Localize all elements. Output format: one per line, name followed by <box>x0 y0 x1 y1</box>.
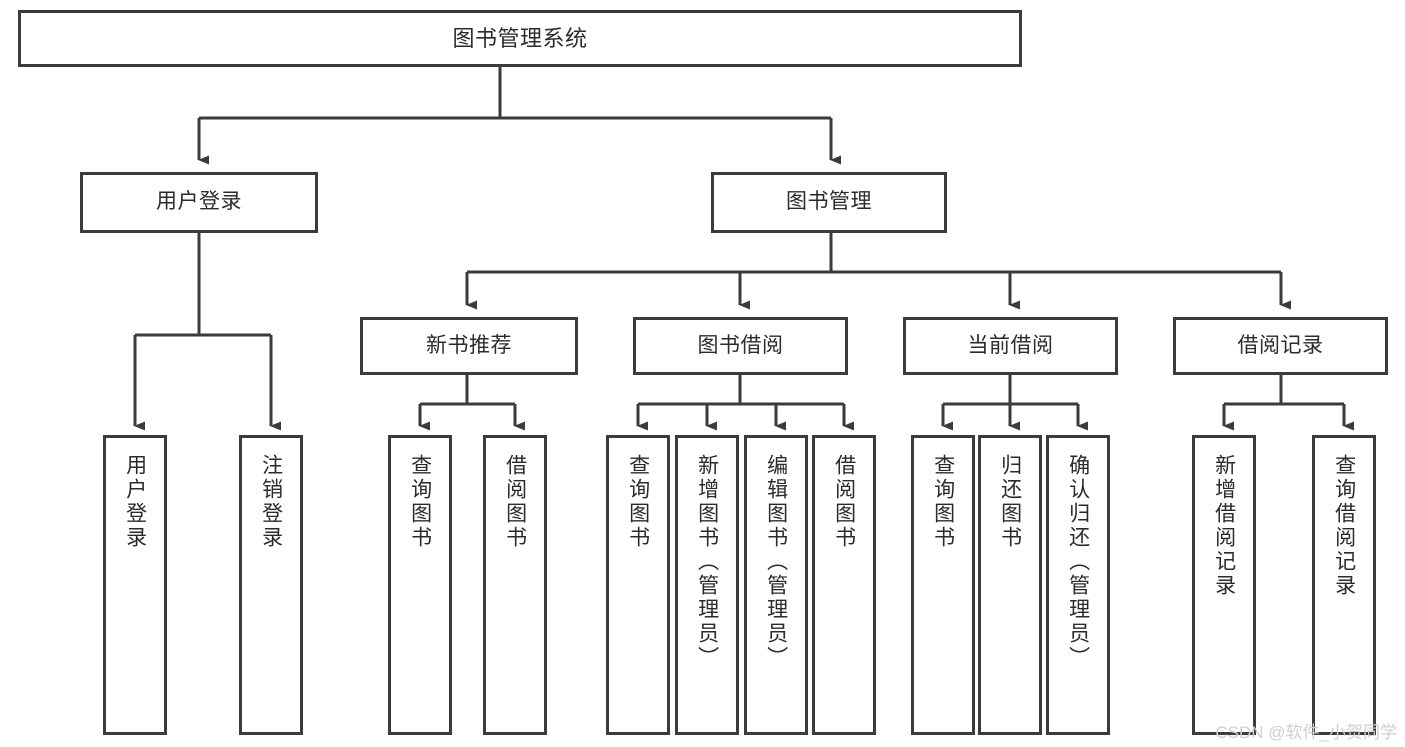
node-book-borrow[interactable]: 图书借阅 <box>633 317 848 375</box>
leaf-return-book[interactable]: 归还图书 <box>978 435 1042 735</box>
node-book-management[interactable]: 图书管理 <box>711 172 947 233</box>
leaf-label: 查询图书 <box>408 454 432 550</box>
leaf-label: 编辑图书（管理员） <box>764 454 788 670</box>
leaf-query-borrow-record[interactable]: 查询借阅记录 <box>1312 435 1376 735</box>
node-root-system[interactable]: 图书管理系统 <box>18 10 1022 67</box>
leaf-user-login[interactable]: 用户登录 <box>103 435 167 735</box>
node-label: 用户登录 <box>156 190 242 214</box>
leaf-label: 借阅图书 <box>832 454 856 550</box>
leaf-label: 新增图书（管理员） <box>695 454 719 670</box>
node-new-book-recommend[interactable]: 新书推荐 <box>360 317 578 375</box>
node-borrow-record[interactable]: 借阅记录 <box>1173 317 1388 375</box>
leaf-label: 确认归还（管理员） <box>1066 454 1090 670</box>
node-label: 图书管理 <box>786 190 872 214</box>
leaf-logout[interactable]: 注销登录 <box>239 435 303 735</box>
leaf-edit-book-admin[interactable]: 编辑图书（管理员） <box>744 435 808 735</box>
node-label: 当前借阅 <box>967 333 1054 357</box>
leaf-add-borrow-record[interactable]: 新增借阅记录 <box>1192 435 1256 735</box>
leaf-add-book-admin[interactable]: 新增图书（管理员） <box>675 435 739 735</box>
node-label: 图书管理系统 <box>452 25 588 51</box>
leaf-label: 查询图书 <box>626 454 650 550</box>
node-label: 借阅记录 <box>1237 333 1324 357</box>
leaf-query-book-recommend[interactable]: 查询图书 <box>388 435 452 735</box>
leaf-query-book-borrow[interactable]: 查询图书 <box>606 435 670 735</box>
leaf-label: 查询借阅记录 <box>1332 454 1356 598</box>
leaf-label: 新增借阅记录 <box>1212 454 1236 598</box>
leaf-label: 借阅图书 <box>503 454 527 550</box>
leaf-label: 注销登录 <box>259 454 283 550</box>
node-current-borrow[interactable]: 当前借阅 <box>903 317 1118 375</box>
node-label: 图书借阅 <box>697 333 784 357</box>
leaf-borrow-book-recommend[interactable]: 借阅图书 <box>483 435 547 735</box>
leaf-label: 归还图书 <box>998 454 1022 550</box>
node-label: 新书推荐 <box>426 333 512 357</box>
leaf-query-book-current[interactable]: 查询图书 <box>911 435 975 735</box>
leaf-borrow-book[interactable]: 借阅图书 <box>812 435 876 735</box>
leaf-label: 查询图书 <box>931 454 955 550</box>
leaf-confirm-return-admin[interactable]: 确认归还（管理员） <box>1046 435 1110 735</box>
node-user-login[interactable]: 用户登录 <box>80 172 318 233</box>
leaf-label: 用户登录 <box>123 454 147 550</box>
